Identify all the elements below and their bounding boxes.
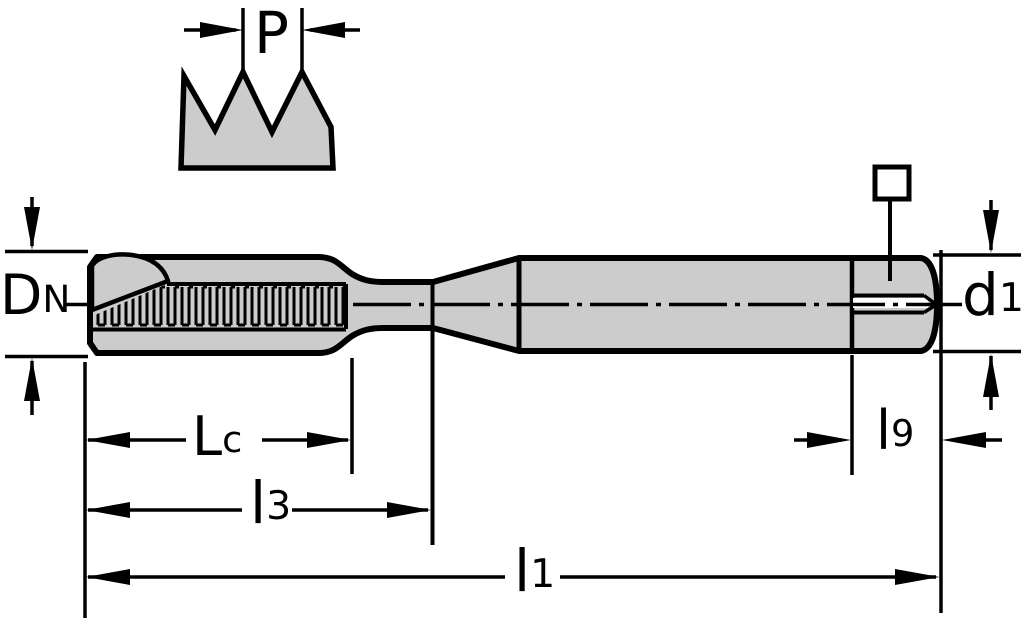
l3-arrow-left [86,502,130,518]
square-length-label: l 9 [876,404,914,458]
dim-chamfer-length [86,432,351,448]
pitch-label: P [254,4,289,62]
dim-square-length [794,432,1002,448]
d1-label-main: d [962,261,999,329]
lc-arrow-right [307,432,351,448]
l1-label-main: l [514,537,531,605]
spiral-point-flute [89,252,171,313]
square-flat-lines [852,293,924,315]
l3-arrow-right [387,502,431,518]
dim-thread-length [86,502,431,518]
shank-diameter-label: d 1 [962,266,1024,324]
dim-overall-length [86,569,940,585]
dn-arrow-bottom [24,358,40,401]
dn-arrow-top [24,207,40,250]
dn-label-sub: N [42,276,71,321]
pitch-arrow-right [302,22,345,38]
l9-label-sub: 9 [891,412,915,456]
pitch-arrow-left [200,22,243,38]
l9-label-main: l [876,399,892,462]
lc-label-main: L [192,405,223,468]
d1-arrow-top [983,210,999,253]
d1-label-sub: 1 [998,275,1024,322]
nominal-diameter-label: D N [0,268,70,323]
l9-arrow-left [807,432,851,448]
l1-arrow-left [86,569,130,585]
l1-label-sub: 1 [530,551,556,598]
square-drive-group [872,164,912,281]
square-flat-gap [853,298,928,308]
l3-label-main: l [250,469,267,537]
thread-length-label: l 3 [250,474,291,532]
dim-nominal-diameter [5,197,88,415]
dn-extension-lines [5,249,88,359]
thread-section-hatch [95,284,346,329]
l9-arrow-right [942,432,986,448]
chamfer-length-label: L c [192,410,242,464]
pitch-extension-lines [241,8,304,70]
lc-label-sub: c [222,418,243,462]
l3-label-sub: 3 [266,483,292,530]
lc-arrow-left [86,432,130,448]
square-drive-symbol-icon [872,164,912,202]
l1-arrow-right [895,569,940,585]
d1-arrow-bottom [983,354,999,397]
thread-profile-detail [178,8,360,171]
pitch-label-main: P [254,0,289,67]
dn-label-main: D [0,263,43,327]
d1-extension-lines [933,253,1021,354]
thread-profile-shape [178,65,336,171]
thread-section-borders [93,282,348,332]
dim-shank-diameter [933,200,1021,410]
square-end-chamfer [922,294,937,314]
overall-length-label: l 1 [514,542,555,600]
